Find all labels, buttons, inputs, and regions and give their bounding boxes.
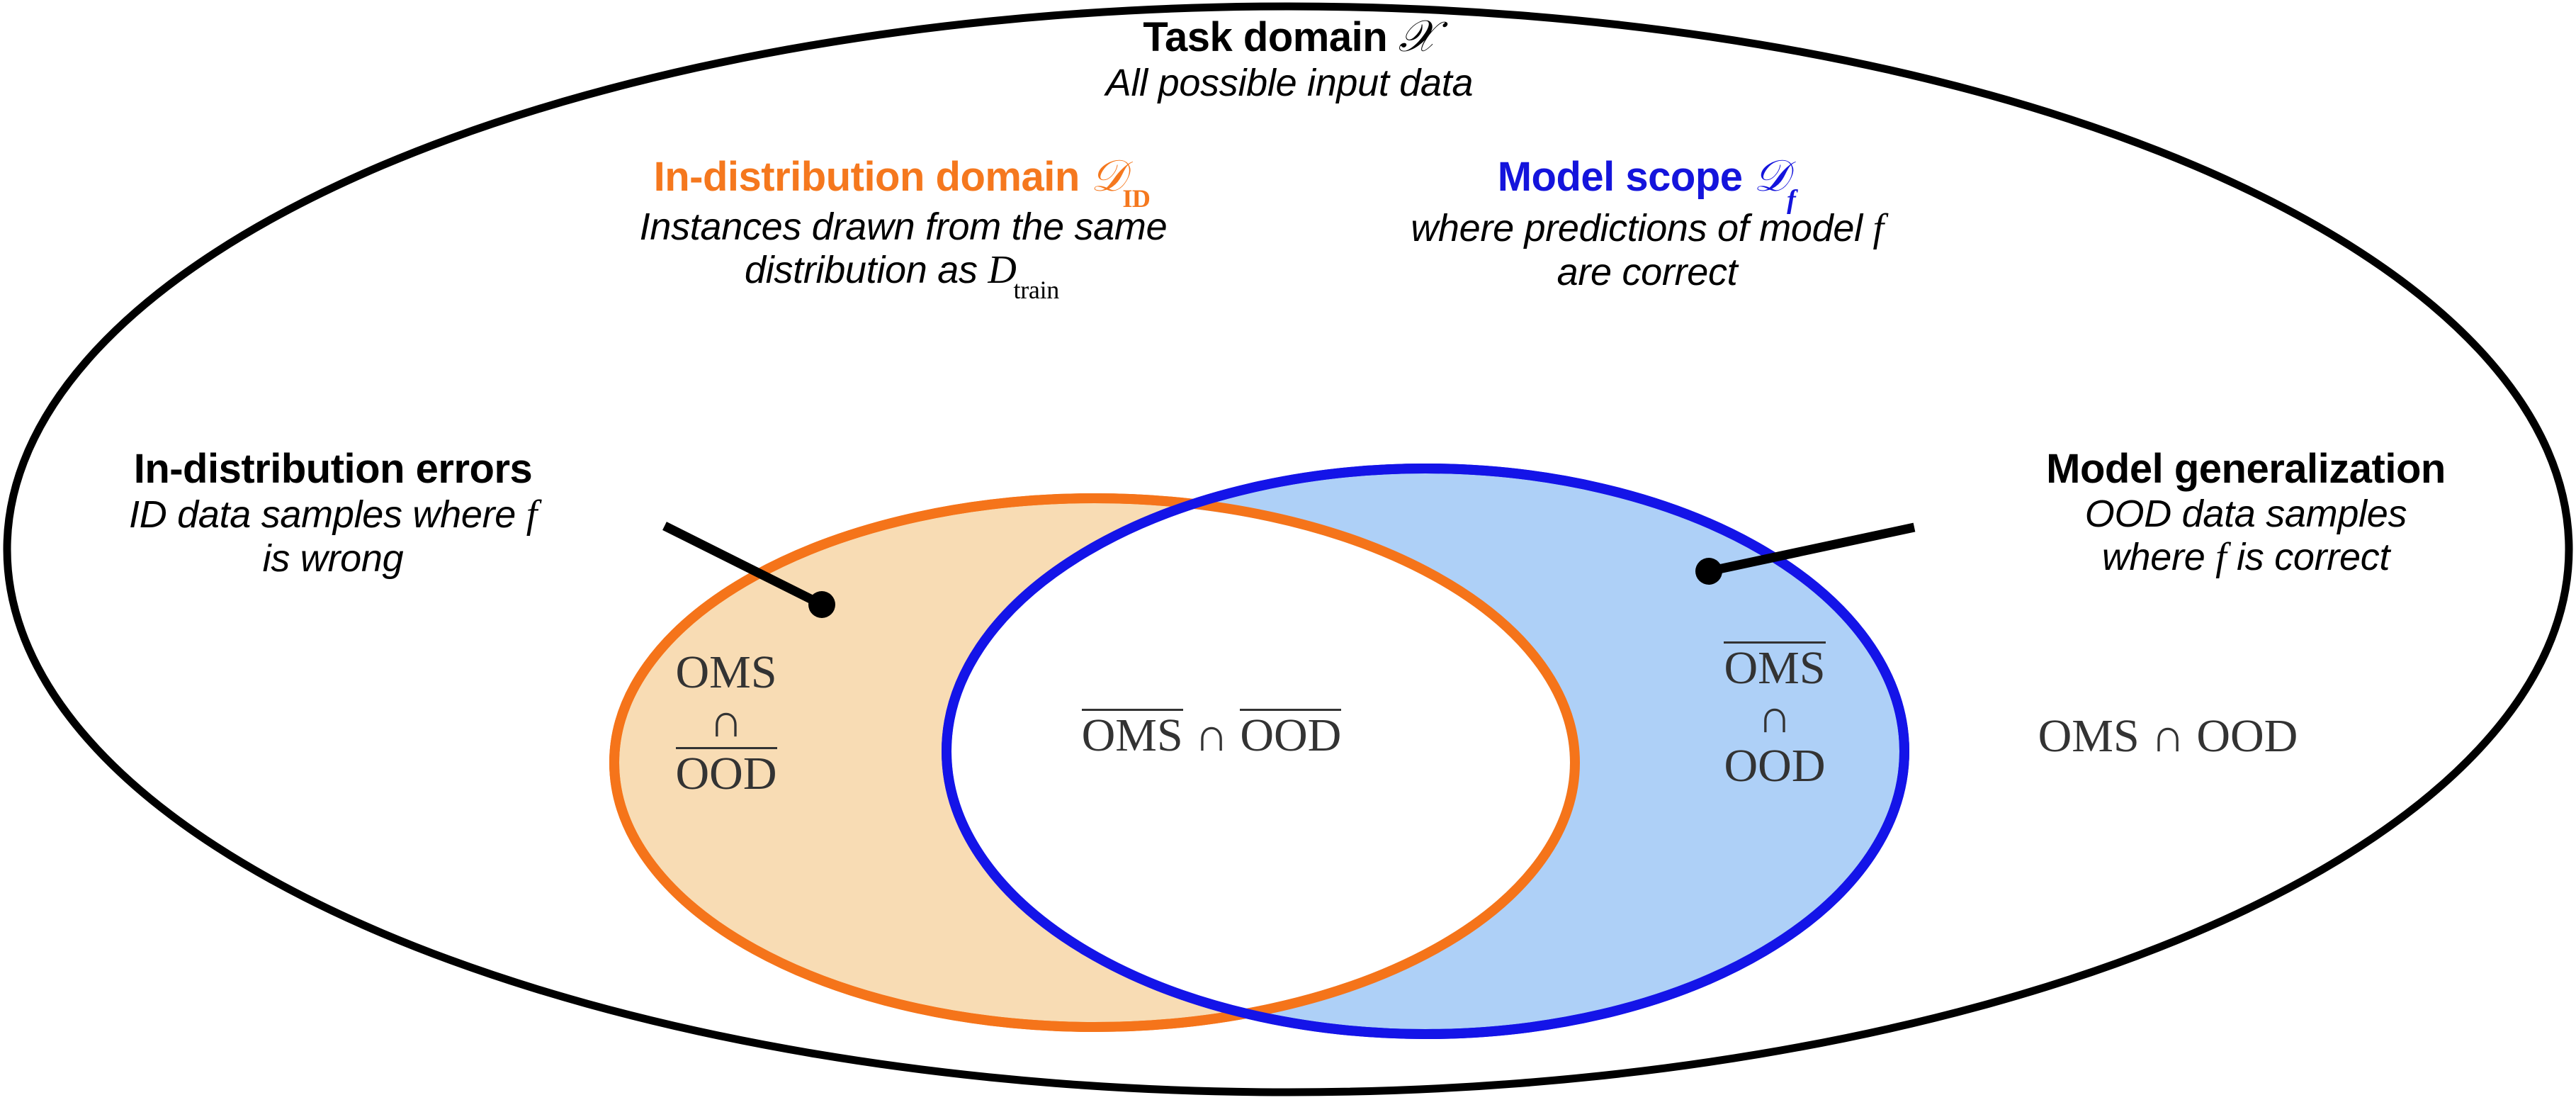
in-distribution-errors-caption-prefix: ID data samples where — [129, 493, 516, 536]
model-scope-heading-text: Model scope — [1497, 154, 1743, 200]
in-distribution-domain-heading-text: In-distribution domain — [653, 154, 1080, 200]
region-blue-term-0-text: OMS — [1724, 642, 1826, 694]
region-orange-term-0: OMS — [675, 649, 776, 696]
in-distribution-domain-heading: In-distribution domain 𝒟ID — [567, 152, 1240, 213]
model-generalization-caption-line2-prefix: where — [2101, 536, 2205, 579]
leader-dot-model-generalization — [1695, 558, 1722, 585]
region-outer-term-0: OMS — [2038, 710, 2140, 762]
model-generalization-heading: Model generalization — [2046, 446, 2446, 492]
region-orange-term-2: OOD — [675, 746, 777, 799]
in-distribution-ellipse-stroke — [609, 493, 1580, 1032]
task-domain-heading-text: Task domain — [1143, 14, 1388, 60]
region-center-term-2: OOD — [1240, 709, 1342, 761]
region-center-term-0: OMS — [1081, 709, 1183, 761]
region-orange-operator: ∩ — [709, 695, 743, 748]
in-distribution-domain-caption-line1: Instances drawn from the same — [639, 205, 1168, 248]
region-label-blue-crescent: OMS ∩ OOD — [1679, 641, 1870, 790]
region-center-term-2-text: OOD — [1240, 709, 1342, 761]
region-outer-term-0-text: OMS — [2038, 710, 2140, 762]
model-scope-caption-line1-prefix: where predictions of model — [1411, 207, 1863, 250]
in-distribution-errors-label-block: In-distribution errors ID data samples w… — [14, 446, 652, 580]
model-scope-caption-line1: where predictions of model f — [1343, 206, 1952, 251]
region-orange-term-0-text: OMS — [675, 646, 777, 698]
region-label-outer: OMS ∩ OOD — [1977, 712, 2359, 760]
region-outer-term-2-text: OOD — [2196, 710, 2298, 762]
in-distribution-domain-label-block: In-distribution domain 𝒟ID Instances dra… — [567, 152, 1240, 304]
in-distribution-domain-caption-line2-prefix: distribution as — [744, 249, 978, 292]
task-domain-symbol: 𝒳 — [1398, 13, 1436, 61]
model-function-symbol-generalization: f — [2215, 535, 2227, 580]
model-scope-caption-line2: are correct — [1557, 250, 1738, 293]
model-function-symbol-errors: f — [526, 492, 538, 537]
model-scope-label-block: Model scope 𝒟f where predictions of mode… — [1343, 152, 1952, 293]
leader-line-model-generalization — [1707, 522, 1916, 576]
model-generalization-label-block: Model generalization OOD data samples wh… — [1927, 446, 2565, 580]
train-distribution-subscript: train — [1013, 276, 1060, 305]
task-domain-heading: Task domain 𝒳 — [900, 13, 1679, 62]
region-orange-term-2-text: OOD — [675, 747, 777, 799]
region-center-term-0-text: OMS — [1081, 709, 1183, 761]
model-generalization-caption-line2-suffix: is correct — [2237, 536, 2390, 579]
model-generalization-caption-line1: OOD data samples — [2084, 492, 2407, 535]
model-generalization-caption-line2: where f is correct — [1927, 535, 2565, 580]
in-distribution-errors-caption-line1: ID data samples where f — [14, 493, 652, 537]
leader-dot-in-distribution-errors — [808, 591, 835, 618]
region-blue-term-0: OMS — [1724, 641, 1826, 694]
region-label-center-lens: OMS ∩ OOD — [1013, 709, 1410, 759]
in-distribution-domain-caption-line2: distribution as Dtrain — [567, 248, 1240, 304]
region-blue-term-2: OOD — [1724, 742, 1826, 790]
model-scope-ellipse-stroke — [942, 464, 1909, 1039]
region-label-orange-crescent: OMS ∩ OOD — [631, 649, 822, 797]
region-outer-term-2: OOD — [2196, 710, 2298, 762]
in-distribution-domain-subscript: ID — [1122, 184, 1151, 213]
train-distribution-symbol: D — [988, 248, 1017, 293]
model-scope-subscript: f — [1787, 184, 1796, 215]
in-distribution-errors-caption-line2: is wrong — [262, 537, 404, 580]
task-domain-label-block: Task domain 𝒳 All possible input data — [900, 13, 1679, 105]
region-blue-operator: ∩ — [1758, 691, 1792, 743]
leader-line-in-distribution-errors — [662, 522, 824, 609]
model-scope-heading: Model scope 𝒟f — [1343, 152, 1952, 215]
in-distribution-errors-heading: In-distribution errors — [133, 446, 533, 492]
region-blue-term-2-text: OOD — [1724, 740, 1826, 792]
task-domain-caption: All possible input data — [1105, 62, 1474, 105]
region-center-operator: ∩ — [1194, 709, 1228, 761]
intersection-lens — [951, 503, 1570, 1022]
model-function-symbol-scope: f — [1872, 206, 1884, 251]
model-scope-symbol: 𝒟 — [1753, 152, 1789, 201]
region-outer-operator: ∩ — [2151, 710, 2185, 762]
in-distribution-domain-symbol: 𝒟 — [1090, 152, 1126, 201]
